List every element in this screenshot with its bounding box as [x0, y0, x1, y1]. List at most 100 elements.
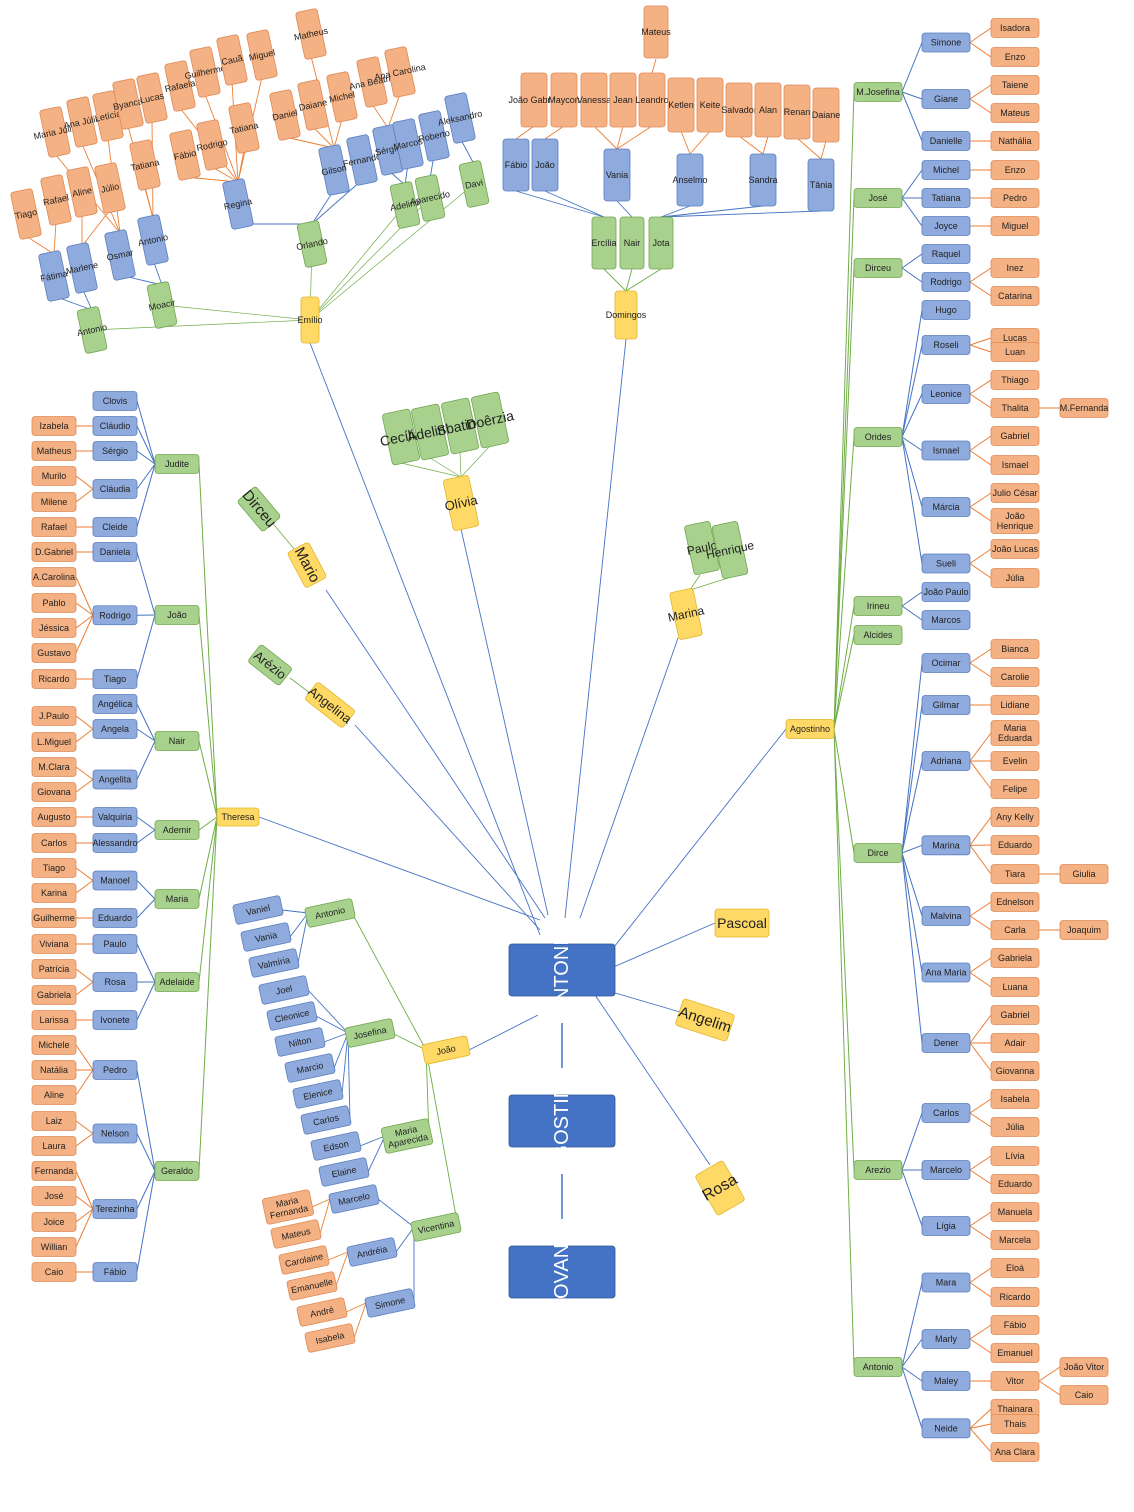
node-label: M.Josefina: [856, 87, 900, 97]
connector-line: [347, 1032, 351, 1121]
node-adriana: Adriana: [921, 751, 971, 771]
node-jota: Jota: [648, 216, 674, 270]
node-box: [990, 779, 1040, 799]
node-box: [990, 1287, 1040, 1307]
connector-line: [833, 728, 855, 854]
connector-line: [459, 451, 462, 478]
node-label: Adriana: [930, 756, 961, 766]
connector-line: [311, 179, 363, 225]
node-box: [10, 188, 42, 240]
node-box: [92, 479, 138, 499]
connector-line: [969, 84, 992, 100]
node-box: [471, 391, 509, 449]
connector-line: [651, 58, 657, 74]
node-box: [31, 466, 77, 486]
node-matheus: Matheus: [293, 8, 329, 60]
node-box: [318, 1157, 370, 1187]
node-box: [502, 138, 530, 192]
node-label: Natália: [40, 1065, 68, 1075]
node-box: [261, 1189, 315, 1225]
node-larissa: Larissa: [31, 1010, 77, 1030]
node-label: Matheus: [37, 446, 72, 456]
connector-line: [387, 93, 401, 129]
node-carolie: Carolie: [990, 667, 1040, 687]
node-leonice: Leonice: [921, 384, 971, 404]
node-simone: Simone: [364, 1288, 416, 1318]
node-box: [990, 948, 1040, 968]
node-box: [258, 975, 310, 1005]
node-arezio: Arezio: [853, 1160, 903, 1180]
node-box: [40, 174, 72, 226]
node-box: [921, 1371, 971, 1391]
connector-line: [307, 989, 349, 1034]
node-sueli: Sueli: [921, 553, 971, 574]
node-aleksandro: Aleksandro: [437, 92, 483, 144]
connector-line: [75, 1120, 94, 1134]
connector-line: [901, 91, 923, 142]
node-label: Alan: [759, 105, 777, 115]
node-emanuelle: Emanuelle: [286, 1271, 338, 1301]
node-box: [990, 892, 1040, 912]
node-label: Pablo: [42, 598, 65, 608]
node-box: [154, 731, 200, 751]
node-nelson: Nelson: [92, 1123, 138, 1144]
node-elaine: Elaine: [318, 1157, 370, 1187]
node-box: [154, 820, 200, 840]
node-box: [31, 934, 77, 954]
node-label: Gabriel: [1000, 1010, 1029, 1020]
node-box: [807, 158, 835, 212]
node-label: Laura: [42, 1141, 65, 1151]
node-box: [92, 1123, 138, 1144]
node-adelino: Adelino: [405, 403, 455, 461]
node-label: Aline: [71, 185, 93, 199]
node-livia: Lívia: [990, 1146, 1040, 1166]
node-box: [66, 242, 98, 294]
node-label: Daniela: [100, 547, 131, 557]
connector-line: [901, 197, 923, 227]
node-box: [785, 719, 835, 739]
connector-line: [603, 268, 627, 292]
node-label: Eduardo: [998, 840, 1032, 850]
node-nilton: Nilton: [274, 1027, 326, 1057]
node-antonio: ANTONIO: [508, 925, 616, 1015]
connector-line: [544, 125, 565, 140]
node-manoel: Manoel: [92, 870, 138, 891]
node-joyce: Joyce: [921, 216, 971, 236]
node-box: [990, 398, 1040, 418]
node-anselmo: Anselmo: [672, 153, 708, 207]
node-tatiana: Tatiana: [921, 188, 971, 208]
node-box: [990, 455, 1040, 475]
connector-line: [75, 715, 94, 730]
node-gabriela: Gabriela: [31, 985, 77, 1005]
node-box: [31, 441, 77, 461]
connector-line: [901, 267, 923, 283]
connector-line: [1038, 1380, 1061, 1396]
connector-line: [969, 1282, 992, 1298]
node-box: [1059, 398, 1109, 418]
connector-line: [969, 816, 992, 846]
node-box: [990, 807, 1040, 827]
node-maycon: Maycon: [548, 72, 580, 128]
node-giane: Giane: [921, 89, 971, 109]
connector-line: [136, 703, 156, 742]
node-label: João: [167, 610, 187, 620]
node-box: [92, 870, 138, 891]
connector-line: [91, 319, 311, 331]
node-thais: Thais: [990, 1414, 1040, 1434]
connector-line: [969, 915, 992, 931]
node-box: [580, 72, 608, 128]
node-inez: Inez: [990, 258, 1040, 278]
node-box: [104, 229, 136, 281]
node-box: [921, 1216, 971, 1236]
node-label: Joel: [275, 983, 293, 996]
node-box: [31, 908, 77, 928]
node-box: [164, 60, 196, 112]
node-box: [921, 1329, 971, 1349]
node-a-carolina: A.Carolina: [31, 567, 77, 587]
connector-line: [593, 125, 618, 150]
connector-line: [351, 912, 427, 1051]
node-domingos: Domingos: [606, 290, 647, 340]
node-label: Gabriela: [998, 953, 1032, 963]
node-marcelo: Marcelo: [328, 1184, 380, 1214]
node-elenice: Elenice: [292, 1079, 344, 1109]
